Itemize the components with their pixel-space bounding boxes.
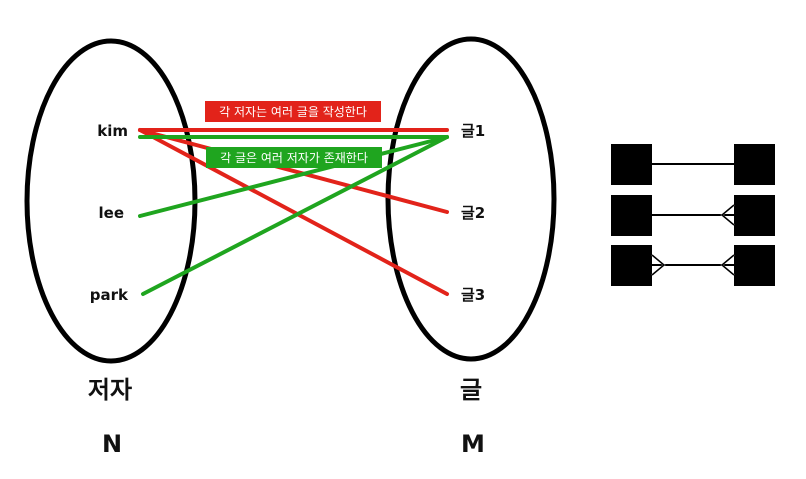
author-kim-label: kim <box>97 122 128 140</box>
red-banner: 각 저자는 여러 글을 작성한다 <box>205 101 381 122</box>
post-heading: 글 <box>460 376 482 404</box>
green-banner-text: 각 글은 여러 저자가 존재한다 <box>220 151 368 165</box>
green-link-post1-lee <box>138 135 449 218</box>
green-banner: 각 글은 여러 저자가 존재한다 <box>206 147 382 168</box>
author-heading: 저자 <box>88 376 132 404</box>
post-3-label: 글3 <box>461 286 485 304</box>
post-cardinality: M <box>461 430 485 458</box>
red-link-kim-post3 <box>138 128 449 296</box>
green-link-post1-park <box>141 135 449 296</box>
red-relation-lines <box>138 128 449 296</box>
notation-one-to-one <box>611 144 775 185</box>
cardinality-notation-legend <box>611 144 775 286</box>
notation-one-to-many <box>611 195 775 236</box>
red-banner-text: 각 저자는 여러 글을 작성한다 <box>219 105 367 119</box>
author-park-label: park <box>90 286 129 304</box>
green-relation-lines <box>138 135 449 296</box>
post-set-ellipse <box>385 36 557 362</box>
author-set-ellipse <box>24 38 198 364</box>
author-cardinality: N <box>102 430 122 458</box>
post-2-label: 글2 <box>461 204 485 222</box>
author-lee-label: lee <box>99 204 125 222</box>
red-link-kim-post2 <box>138 128 449 214</box>
notation-many-to-many <box>611 245 775 286</box>
post-1-label: 글1 <box>461 122 485 140</box>
